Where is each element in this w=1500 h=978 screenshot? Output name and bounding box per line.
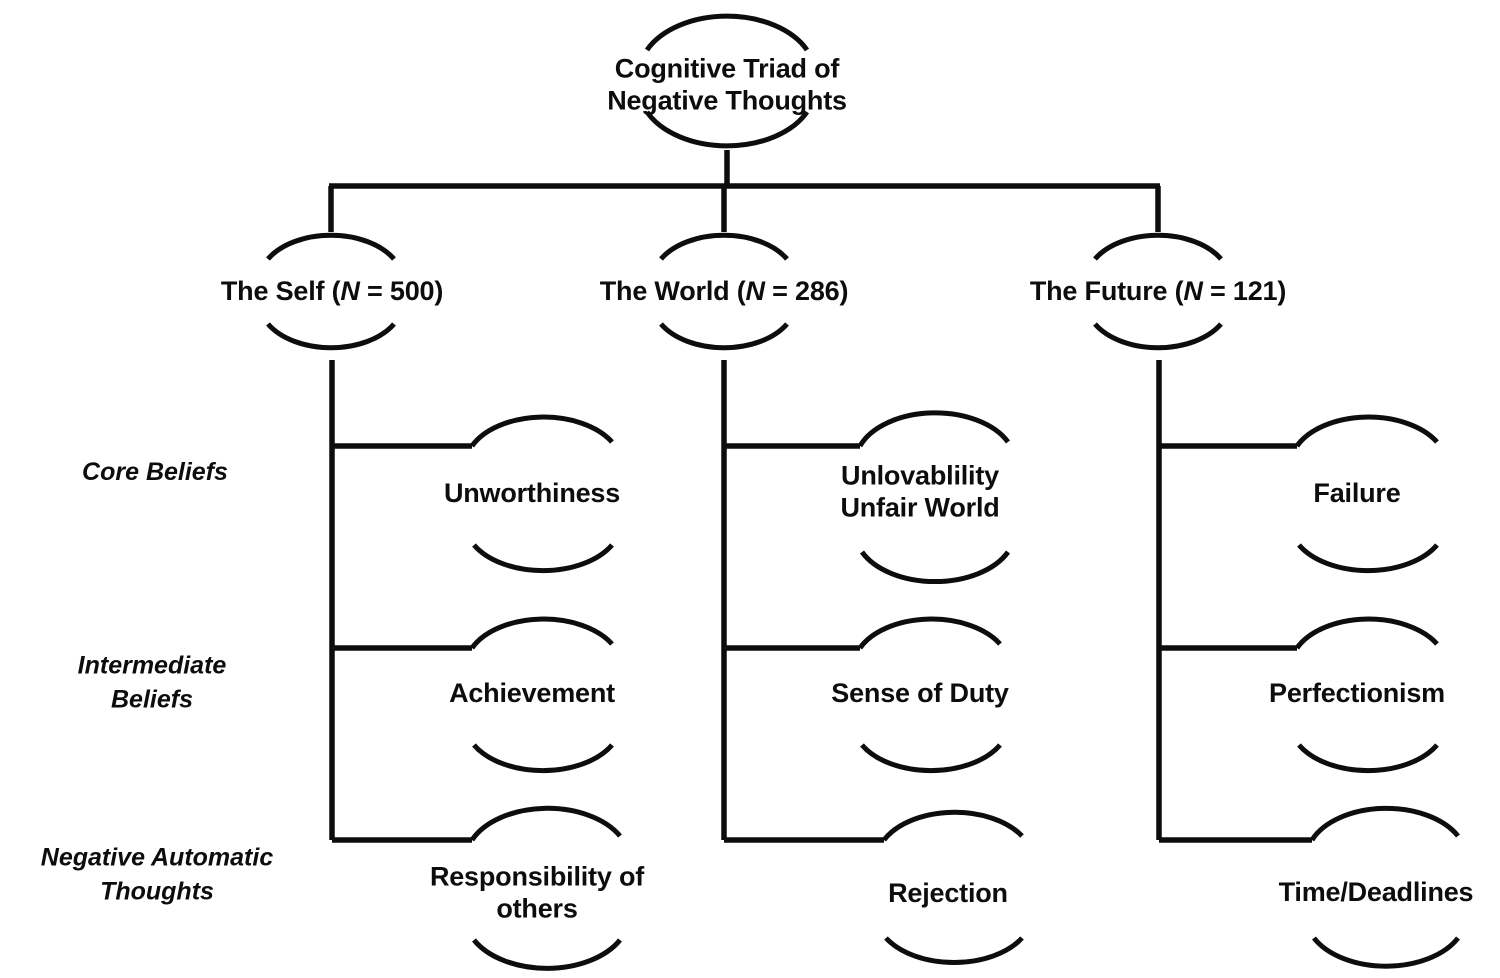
leaf-label-the-self-intermediate-beliefs: Achievement [449, 678, 615, 709]
leaf-time-deadlines-arc-bottom [1312, 936, 1460, 969]
leaf-failure-arc-top [1294, 414, 1439, 448]
row-label-negative-automatic-thoughts: Negative Automatic Thoughts [40, 843, 274, 905]
leaf-achievement-arc-top [469, 616, 614, 650]
leaf-label-the-future-intermediate-beliefs: Perfectionism [1269, 678, 1445, 709]
the-self-arc-top [266, 232, 396, 261]
row-label-intermediate-beliefs: Intermediate Beliefs [77, 651, 227, 713]
branch-label-the-future: The Future (N = 121) [988, 276, 1328, 308]
leaf-unlovability-unfair-world-arc-bottom [859, 550, 1011, 584]
row-label-core-beliefs: Core Beliefs [82, 458, 228, 487]
leaf-sense-of-duty-arc-bottom [860, 743, 1002, 774]
root-node-label: Cognitive Triad of Negative Thoughts [607, 53, 847, 115]
leaf-perfectionism-arc-top [1294, 616, 1439, 650]
the-future-prefix: The Future ( [1029, 276, 1184, 307]
the-world-n-symbol: N [745, 276, 766, 307]
root-node-arc-top [644, 13, 810, 52]
the-future-arc-bottom [1093, 322, 1223, 351]
leaf-label-the-future-negative-automatic-thoughts: Time/Deadlines [1278, 877, 1474, 908]
the-future-n-value: = 121) [1202, 276, 1287, 307]
the-world-arc-bottom [659, 322, 789, 351]
the-world-n-value: = 286) [764, 276, 849, 307]
leaf-label-the-world-intermediate-beliefs: Sense of Duty [831, 678, 1009, 709]
the-self-prefix: The Self ( [220, 276, 341, 307]
the-future-n-symbol: N [1183, 276, 1203, 307]
the-self-n-value: = 500) [359, 276, 444, 307]
leaf-responsibility-of-others-arc-bottom [472, 938, 622, 971]
leaf-unworthiness-arc-bottom [472, 543, 614, 574]
leaf-label-the-future-core-beliefs: Failure [1313, 478, 1401, 509]
the-future-arc-top [1093, 232, 1223, 261]
leaf-perfectionism-arc-bottom [1297, 743, 1439, 774]
leaf-label-the-world-core-beliefs: Unlovablility Unfair World [840, 460, 1000, 522]
leaf-achievement-arc-bottom [472, 743, 614, 774]
leaf-unworthiness-arc-top [469, 414, 614, 448]
leaf-responsibility-of-others-arc-top [469, 805, 622, 842]
leaf-label-the-world-negative-automatic-thoughts: Rejection [888, 878, 1008, 909]
leaf-label-the-self-negative-automatic-thoughts: Responsibility of others [429, 861, 645, 923]
the-self-arc-bottom [266, 322, 396, 351]
leaf-unlovability-unfair-world-arc-top [857, 410, 1011, 448]
leaf-sense-of-duty-arc-top [857, 616, 1002, 650]
branch-label-the-world: The World (N = 286) [554, 276, 894, 308]
the-self-n-symbol: N [340, 276, 360, 307]
branch-label-the-self: The Self (N = 500) [162, 276, 502, 308]
the-world-arc-top [659, 232, 789, 261]
leaf-time-deadlines-arc-top [1309, 805, 1460, 842]
leaf-rejection-arc-bottom [884, 936, 1024, 965]
leaf-rejection-arc-top [882, 809, 1024, 842]
leaf-failure-arc-bottom [1297, 543, 1439, 574]
root-node-arc-bottom [644, 110, 810, 149]
leaf-label-the-self-core-beliefs: Unworthiness [443, 478, 621, 509]
the-world-prefix: The World ( [599, 276, 746, 307]
